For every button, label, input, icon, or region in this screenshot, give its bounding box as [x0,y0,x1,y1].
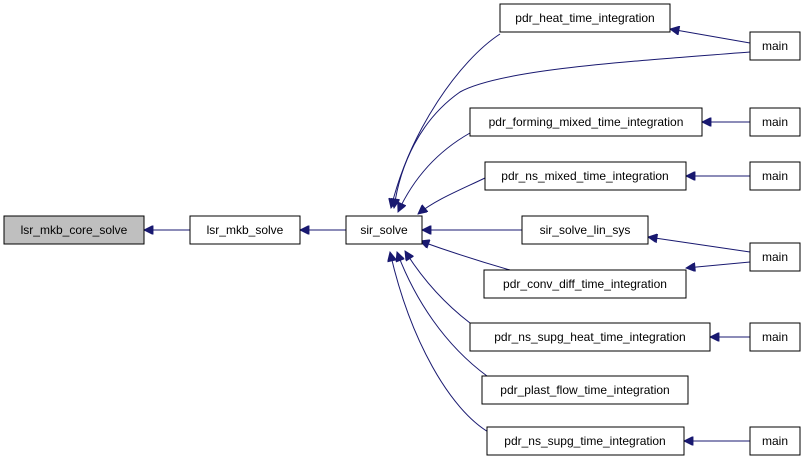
nodes: lsr_mkb_core_solve lsr_mkb_solve sir_sol… [3,3,801,456]
node-label: main [762,330,788,344]
node-label: lsr_mkb_core_solve [21,223,128,237]
edge-ns-supg-to-sir-solve [390,252,491,434]
node-main-2[interactable]: main [749,107,801,137]
edge-ns-supg-heat-to-sir-solve [405,251,471,324]
node-label: pdr_heat_time_integration [515,11,654,25]
node-label: pdr_plast_flow_time_integration [500,383,669,397]
node-label: lsr_mkb_solve [207,223,284,237]
node-label: main [762,169,788,183]
node-pdr-plast-flow-time-integration[interactable]: pdr_plast_flow_time_integration [481,375,689,405]
edge-conv-diff-to-sir-solve [420,241,511,271]
node-main-1[interactable]: main [749,31,801,61]
node-label: main [762,434,788,448]
node-label: pdr_conv_diff_time_integration [503,277,667,291]
node-lsr-mkb-solve[interactable]: lsr_mkb_solve [189,215,301,245]
node-label: sir_solve_lin_sys [540,223,631,237]
edges [144,29,751,441]
node-label: main [762,115,788,129]
node-main-3[interactable]: main [749,161,801,191]
node-lsr-mkb-core-solve[interactable]: lsr_mkb_core_solve [3,215,145,245]
node-main-5[interactable]: main [749,322,801,352]
node-label: main [762,250,788,264]
node-pdr-ns-supg-heat-time-integration[interactable]: pdr_ns_supg_heat_time_integration [469,322,711,352]
node-pdr-ns-supg-time-integration[interactable]: pdr_ns_supg_time_integration [486,426,685,456]
node-label: pdr_forming_mixed_time_integration [489,115,684,129]
edge-heat-to-sir-solve [391,33,501,208]
node-pdr-conv-diff-time-integration[interactable]: pdr_conv_diff_time_integration [483,269,687,299]
edge-plast-flow-to-sir-solve [397,252,488,377]
node-label: pdr_ns_mixed_time_integration [501,169,668,183]
node-pdr-heat-time-integration[interactable]: pdr_heat_time_integration [499,3,671,33]
node-label: pdr_ns_supg_time_integration [504,434,665,448]
node-main-6[interactable]: main [749,426,801,456]
edge-ns-mixed-to-sir-solve [418,177,486,214]
edge-main4-to-lin-sys [648,237,751,253]
node-main-4[interactable]: main [749,242,801,272]
node-label: main [762,39,788,53]
node-sir-solve[interactable]: sir_solve [345,215,423,245]
node-pdr-ns-mixed-time-integration[interactable]: pdr_ns_mixed_time_integration [484,161,687,191]
edge-main4-to-conv-diff [686,261,751,268]
edge-main1-to-heat [670,29,751,44]
node-label: pdr_ns_supg_heat_time_integration [494,330,685,344]
edge-main1-to-sir-solve [394,51,751,208]
node-sir-solve-lin-sys[interactable]: sir_solve_lin_sys [521,215,649,245]
node-pdr-forming-mixed-time-integration[interactable]: pdr_forming_mixed_time_integration [469,107,703,137]
edge-forming-to-sir-solve [398,132,471,212]
node-label: sir_solve [360,223,408,237]
